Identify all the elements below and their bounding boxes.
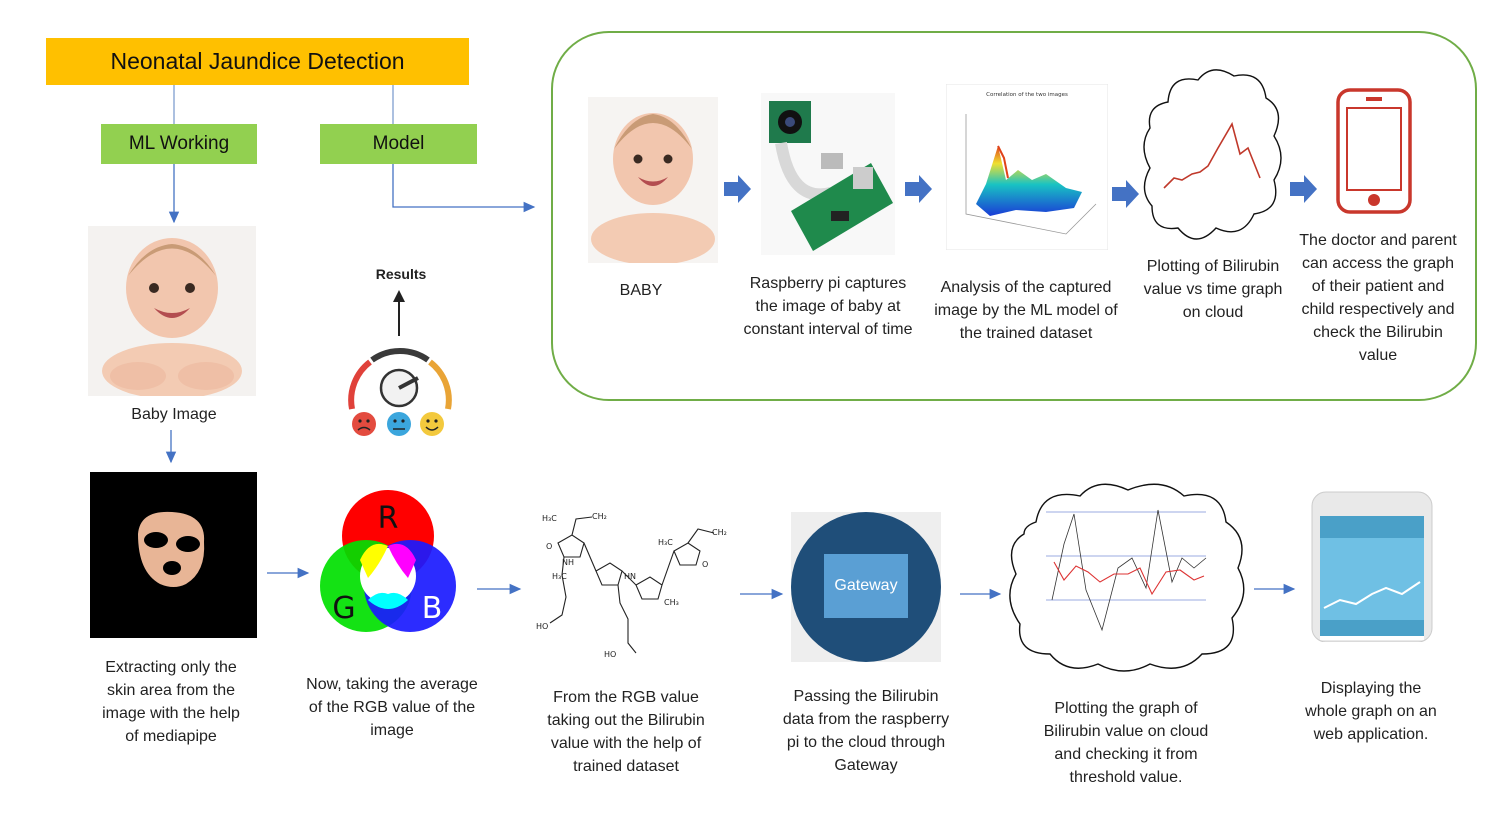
web-app-caption: Displaying the whole graph on an web app… — [1305, 680, 1437, 743]
molecule-caption: From the RGB value taking out the Biliru… — [547, 689, 705, 775]
rgb-image: R G B — [310, 490, 466, 642]
svg-text:O: O — [546, 542, 552, 551]
raspberry-pi-camera-icon — [761, 93, 895, 255]
model-tag: Model — [320, 124, 477, 164]
baby-photo-icon — [588, 97, 718, 263]
cloud-threshold-chart — [1002, 478, 1250, 676]
svg-text:CH₂: CH₂ — [592, 512, 607, 521]
web-app-image — [1310, 490, 1434, 642]
3d-surface-plot-icon: Correlation of the two images — [946, 84, 1108, 250]
gauge-icon — [348, 290, 452, 436]
model-pipeline-frame — [551, 31, 1477, 401]
face-mask-icon — [138, 511, 205, 587]
gateway-label: Gateway — [824, 554, 908, 618]
skin-caption: Extracting only the skin area from the i… — [102, 659, 240, 745]
rgb-venn-icon: R G B — [320, 490, 456, 632]
plotting-caption: Plotting of Bilirubin value vs time grap… — [1143, 258, 1283, 321]
right-arrow-icon — [1290, 175, 1317, 203]
skin-extraction-image — [90, 472, 257, 638]
raspberry-pi-image — [761, 93, 895, 255]
right-arrow-icon — [905, 175, 932, 203]
mobile-phone-image — [1334, 86, 1414, 216]
svg-text:H₃C: H₃C — [542, 514, 557, 523]
rgb-caption: Now, taking the average of the RGB value… — [306, 676, 478, 739]
cloud-threshold-caption: Plotting the graph of Bilirubin value on… — [1043, 700, 1209, 786]
cloud-graph-top — [1138, 62, 1286, 252]
rgb-letter-g: G — [332, 591, 355, 626]
cloud-threshold-graph-icon — [1009, 483, 1245, 672]
mobile-phone-icon — [1336, 88, 1412, 214]
baby-image-left — [88, 226, 256, 396]
baby-top-caption: BABY — [619, 282, 663, 299]
chart-thumb-title: Correlation of the two images — [986, 92, 1068, 98]
surface-plot-image: Correlation of the two images — [946, 84, 1108, 250]
gateway-image: Gateway — [791, 512, 941, 662]
cloud-graph-icon — [1143, 69, 1282, 240]
raspberry-caption: Raspberry pi captures the image of baby … — [743, 275, 913, 338]
rgb-letter-r: R — [378, 501, 399, 536]
baby-image-top — [588, 97, 718, 263]
right-arrow-icon — [724, 175, 751, 203]
rgb-letter-b: B — [422, 591, 443, 626]
svg-text:H₃C: H₃C — [552, 572, 567, 581]
gateway-caption: Passing the Bilirubin data from the rasp… — [782, 688, 950, 774]
svg-text:H₃C: H₃C — [658, 538, 673, 547]
doctor-parent-caption: The doctor and parent can access the gra… — [1299, 232, 1457, 364]
bilirubin-molecule-image: H₃C CH₂ O NH H₃C HN H₃C O CH₂ CH₃ HO HO — [532, 505, 728, 661]
svg-text:HO: HO — [604, 650, 616, 659]
svg-text:HN: HN — [624, 572, 636, 581]
diagram-title: Neonatal Jaundice Detection — [46, 38, 469, 85]
svg-text:HO: HO — [536, 622, 548, 631]
model-to-frame-arrow — [392, 164, 536, 213]
baby-photo-icon — [88, 226, 256, 396]
bilirubin-structure-icon: H₃C CH₂ O NH H₃C HN H₃C O CH₂ CH₃ HO HO — [536, 512, 727, 659]
svg-text:CH₃: CH₃ — [664, 598, 679, 607]
results-label: Results — [375, 266, 427, 282]
results-gauge: Results — [336, 264, 466, 444]
svg-text:NH: NH — [562, 558, 574, 567]
right-arrow-icon — [1112, 180, 1139, 208]
smartphone-app-icon — [1311, 491, 1433, 642]
baby-image-caption: Baby Image — [131, 406, 217, 423]
svg-text:O: O — [702, 560, 708, 569]
svg-text:CH₂: CH₂ — [712, 528, 727, 537]
ml-working-tag: ML Working — [101, 124, 257, 164]
analysis-caption: Analysis of the captured image by the ML… — [934, 279, 1118, 342]
